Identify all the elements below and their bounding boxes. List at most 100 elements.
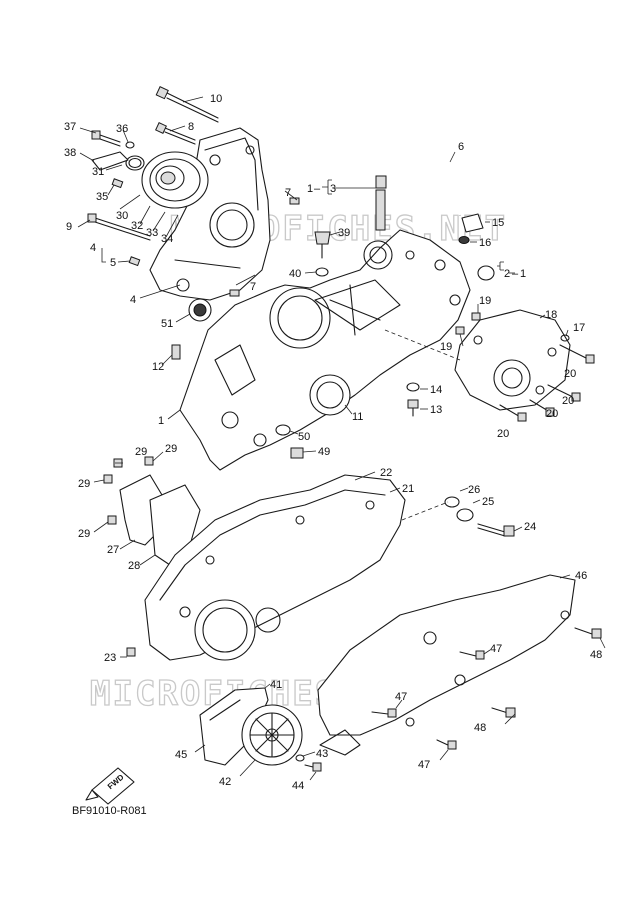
callout-13: 13 bbox=[430, 404, 442, 416]
callout-dash-1: – bbox=[314, 183, 321, 195]
bolt-44 bbox=[304, 762, 322, 772]
bolt-37 bbox=[91, 130, 121, 147]
callout-48b: 48 bbox=[474, 722, 486, 734]
sensor-39 bbox=[314, 231, 331, 259]
callout-12: 12 bbox=[152, 361, 164, 373]
callout-45: 45 bbox=[175, 749, 187, 761]
bolt-47a bbox=[459, 650, 485, 660]
collar-25 bbox=[456, 508, 474, 522]
crankcase-cover bbox=[144, 474, 406, 661]
callout-15: 15 bbox=[492, 217, 504, 229]
stator-housing bbox=[141, 151, 209, 209]
dowel-19 bbox=[471, 312, 481, 321]
bolt-47c bbox=[436, 739, 457, 750]
callout-31: 31 bbox=[92, 166, 104, 178]
callout-3: 3 bbox=[330, 183, 336, 195]
callout-4b: 4 bbox=[130, 294, 136, 306]
bolt-20c bbox=[529, 399, 555, 417]
washer-26 bbox=[444, 496, 460, 508]
callout-1b: 1 bbox=[307, 183, 313, 195]
fan-42 bbox=[241, 704, 303, 766]
callout-labels: 10 8 37 36 38 31 35 9 30 32 33 34 4 5 4 … bbox=[64, 93, 602, 792]
bolt-24 bbox=[477, 523, 515, 537]
callout-32: 32 bbox=[131, 220, 143, 232]
callout-41: 41 bbox=[270, 679, 282, 691]
callout-30: 30 bbox=[116, 210, 128, 222]
o-ring bbox=[125, 155, 145, 171]
callout-37: 37 bbox=[64, 121, 76, 133]
callout-8: 8 bbox=[188, 121, 194, 133]
callout-33: 33 bbox=[146, 227, 158, 239]
callout-27: 27 bbox=[107, 544, 119, 556]
callout-47c: 47 bbox=[418, 759, 430, 771]
callout-36: 36 bbox=[116, 123, 128, 135]
cap-15 bbox=[461, 213, 484, 233]
callout-14: 14 bbox=[430, 384, 442, 396]
hose-fitting bbox=[375, 189, 386, 231]
clamp-bracket bbox=[91, 151, 129, 171]
callout-47a: 47 bbox=[490, 643, 502, 655]
callout-21: 21 bbox=[402, 483, 414, 495]
callout-48a: 48 bbox=[590, 649, 602, 661]
breather-hose bbox=[375, 158, 462, 216]
callout-24: 24 bbox=[524, 521, 536, 533]
callout-26: 26 bbox=[468, 484, 480, 496]
leader-lines bbox=[77, 96, 606, 781]
crankcase-left-half bbox=[149, 127, 271, 301]
callout-20c: 20 bbox=[562, 395, 574, 407]
callout-10: 10 bbox=[210, 93, 222, 105]
callout-20b: 20 bbox=[546, 408, 558, 420]
fwd-arrow-icon: FWD bbox=[85, 767, 135, 805]
bolt-48b bbox=[491, 707, 516, 718]
callout-7b: 7 bbox=[250, 281, 256, 293]
callout-6: 6 bbox=[458, 141, 464, 153]
callout-2: 2 bbox=[504, 268, 510, 280]
washer-17 bbox=[560, 334, 570, 342]
callout-43: 43 bbox=[316, 748, 328, 760]
callout-50: 50 bbox=[298, 431, 310, 443]
drain-bolt-13 bbox=[407, 399, 419, 417]
callout-7: 7 bbox=[285, 187, 291, 199]
bolt-23 bbox=[126, 647, 136, 657]
callout-44: 44 bbox=[292, 780, 304, 792]
callout-51: 51 bbox=[161, 318, 173, 330]
bolt-10 bbox=[155, 86, 219, 123]
bolt-20d bbox=[499, 404, 527, 422]
callout-29d: 29 bbox=[78, 528, 90, 540]
dowel-7 bbox=[229, 197, 300, 297]
callout-39: 39 bbox=[338, 227, 350, 239]
callout-25: 25 bbox=[482, 496, 494, 508]
callout-49: 49 bbox=[318, 446, 330, 458]
callout-16: 16 bbox=[479, 237, 491, 249]
crankcase-main bbox=[179, 229, 471, 471]
callout-17: 17 bbox=[573, 322, 585, 334]
bolt-8 bbox=[155, 122, 196, 145]
callout-29c: 29 bbox=[78, 478, 90, 490]
outer-cover bbox=[317, 574, 576, 756]
callout-1c: 1 bbox=[520, 268, 526, 280]
diagram-code: BF91010-R081 bbox=[72, 805, 147, 817]
callout-20d: 20 bbox=[497, 428, 509, 440]
callout-11: 11 bbox=[352, 411, 363, 423]
callout-47b: 47 bbox=[395, 691, 407, 703]
dowel-5 bbox=[128, 256, 141, 267]
bolt-20a bbox=[559, 344, 595, 364]
washer-40 bbox=[315, 267, 329, 277]
callout-40: 40 bbox=[289, 268, 301, 280]
callout-22: 22 bbox=[380, 467, 392, 479]
callout-29b: 29 bbox=[165, 443, 177, 455]
washer-14 bbox=[406, 382, 420, 392]
fan-cover-45 bbox=[199, 687, 269, 766]
bearing-51 bbox=[188, 298, 212, 322]
callout-19b: 19 bbox=[440, 341, 452, 353]
callout-38: 38 bbox=[64, 147, 76, 159]
callout-46: 46 bbox=[575, 570, 587, 582]
callout-42: 42 bbox=[219, 776, 231, 788]
dowel-19b bbox=[455, 326, 465, 335]
callout-19: 19 bbox=[479, 295, 491, 307]
callout-4: 4 bbox=[90, 242, 96, 254]
pin-35 bbox=[111, 178, 124, 189]
callout-29a: 29 bbox=[135, 446, 147, 458]
callout-20a: 20 bbox=[564, 368, 576, 380]
o-ring-16 bbox=[458, 236, 470, 244]
